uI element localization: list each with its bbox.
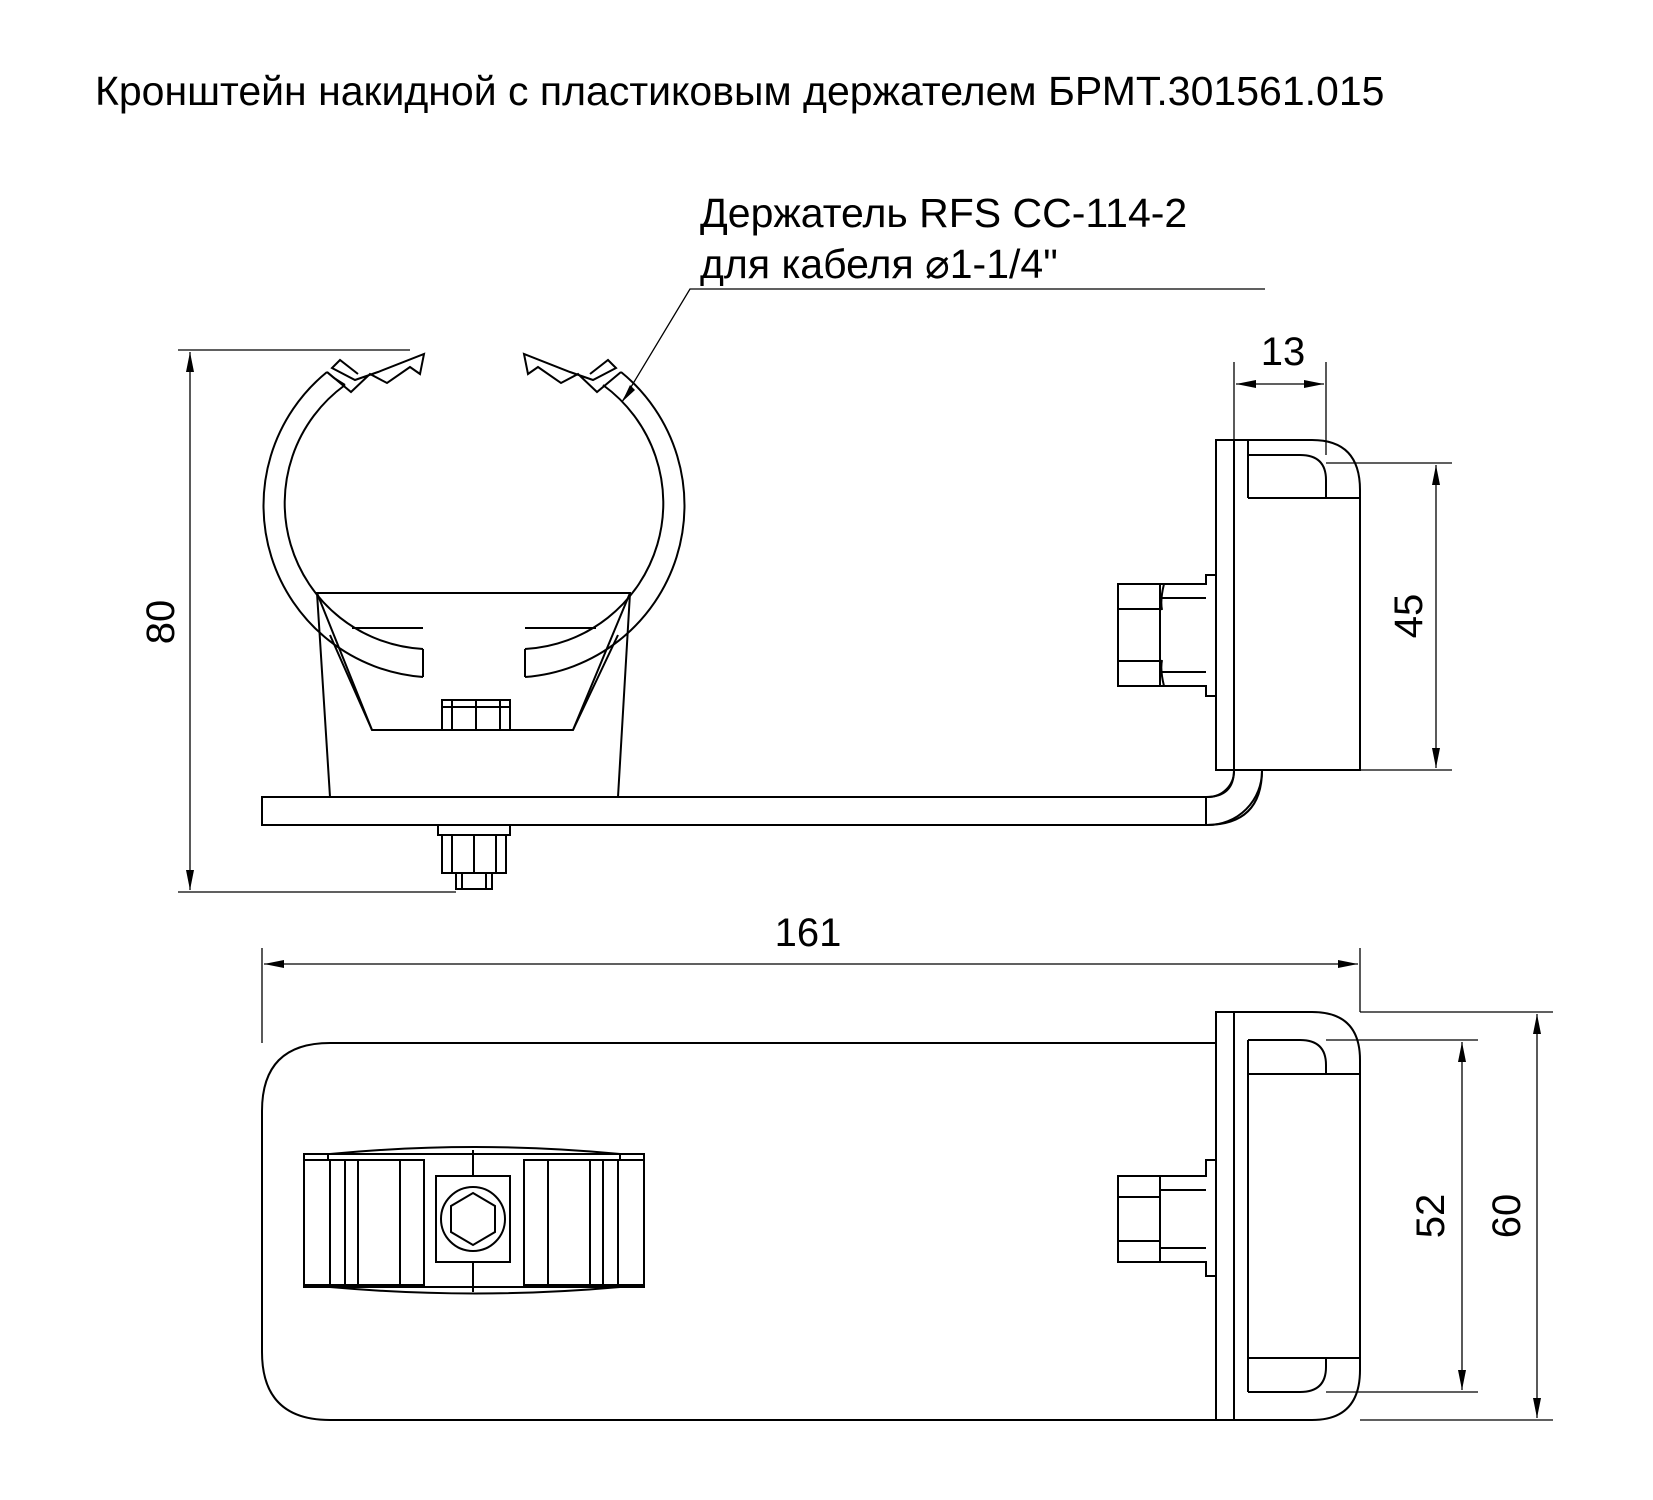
cable-holder-side	[262, 352, 686, 798]
clamp-side	[1215, 439, 1361, 771]
dim-length-161: 161	[775, 911, 842, 955]
callout-leader	[621, 288, 1265, 403]
clamp-bolt-side	[1117, 574, 1217, 697]
dim-inner-width-52: 52	[1409, 1194, 1453, 1239]
holder-bottom-bolt	[437, 824, 511, 890]
drawing-title: Кронштейн накидной с пластиковым держате…	[95, 68, 1385, 114]
cable-holder-top	[303, 1146, 645, 1295]
dim-height-80: 80	[139, 600, 183, 645]
dimension-lines	[178, 349, 1553, 1421]
callout-cable-size: для кабеля ⌀1-1/4"	[700, 241, 1058, 287]
top-view	[261, 1011, 1361, 1421]
base-plate-body	[261, 796, 1207, 826]
clamp-top	[1215, 1011, 1361, 1421]
dim-clamp-thickness-13: 13	[1261, 330, 1306, 374]
dim-clamp-height-45: 45	[1387, 594, 1431, 639]
base-plate-top	[261, 1042, 1217, 1421]
callout-holder-model: Держатель RFS CC-114-2	[700, 190, 1188, 236]
holder-top-nut	[441, 699, 511, 731]
dim-outer-width-60: 60	[1485, 1194, 1529, 1239]
clamp-bolt-top	[1117, 1159, 1217, 1277]
side-view	[261, 288, 1361, 890]
